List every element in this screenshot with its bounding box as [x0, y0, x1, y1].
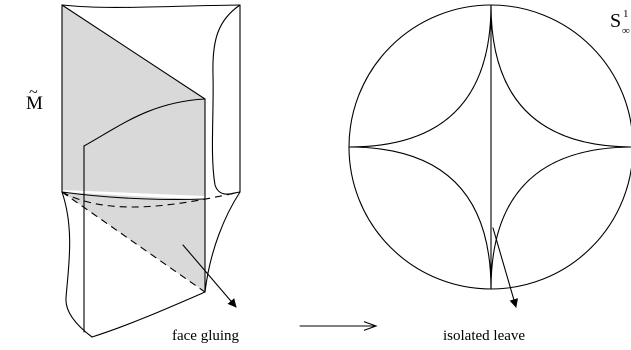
circle-label: S 1 ∞: [610, 8, 630, 37]
ideal-quadrilateral: [348, 4, 631, 290]
bottom-curve: [91, 291, 206, 338]
hidden-base-curve: [61, 191, 241, 208]
circle-label-super: 1: [623, 8, 629, 20]
manifold-label: ~ M: [26, 84, 43, 114]
manifold-label-main: M: [26, 93, 43, 114]
cover-prism: [61, 4, 241, 338]
isolated-leave-pointer: [492, 227, 519, 308]
boundary-circle: [348, 4, 631, 290]
circle-at-infinity: [348, 4, 631, 308]
lower-right-edge: [204, 191, 241, 293]
manifold-label-accent: ~: [29, 84, 38, 101]
base-front-edge: [61, 191, 206, 201]
shaded-face-upper: [62, 5, 205, 196]
circle-label-main: S: [610, 10, 621, 32]
face-gluing-pointer: [182, 244, 237, 308]
face-gluing-label: face gluing: [172, 328, 240, 344]
lower-left-edge: [61, 191, 93, 338]
isolated-leave-label: isolated leave: [443, 328, 525, 344]
diagonal-edge: [61, 4, 206, 100]
hidden-diagonal: [61, 191, 206, 293]
curved-ridge: [83, 98, 206, 147]
top-edge: [61, 4, 241, 9]
circle-label-sub: ∞: [622, 25, 630, 37]
wavy-back-edge: [211, 4, 241, 195]
